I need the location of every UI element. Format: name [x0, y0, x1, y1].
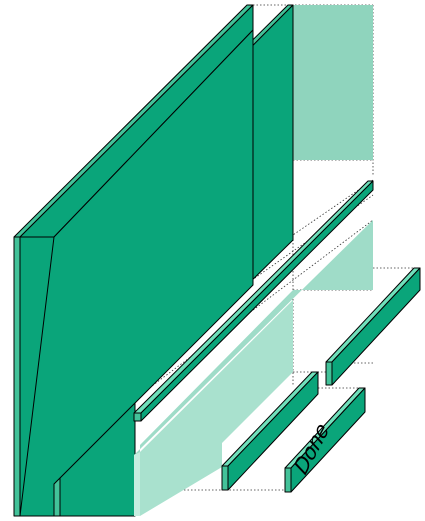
tile-middle-end [222, 466, 228, 490]
thin-bar-end [134, 413, 141, 421]
ghost-front-panel-side [134, 452, 140, 516]
solid-slab-front-edge [14, 237, 20, 516]
tile-done-end [285, 468, 291, 492]
tile-upper-right-end [326, 362, 332, 385]
ghost-back-panel-shade [293, 5, 373, 160]
